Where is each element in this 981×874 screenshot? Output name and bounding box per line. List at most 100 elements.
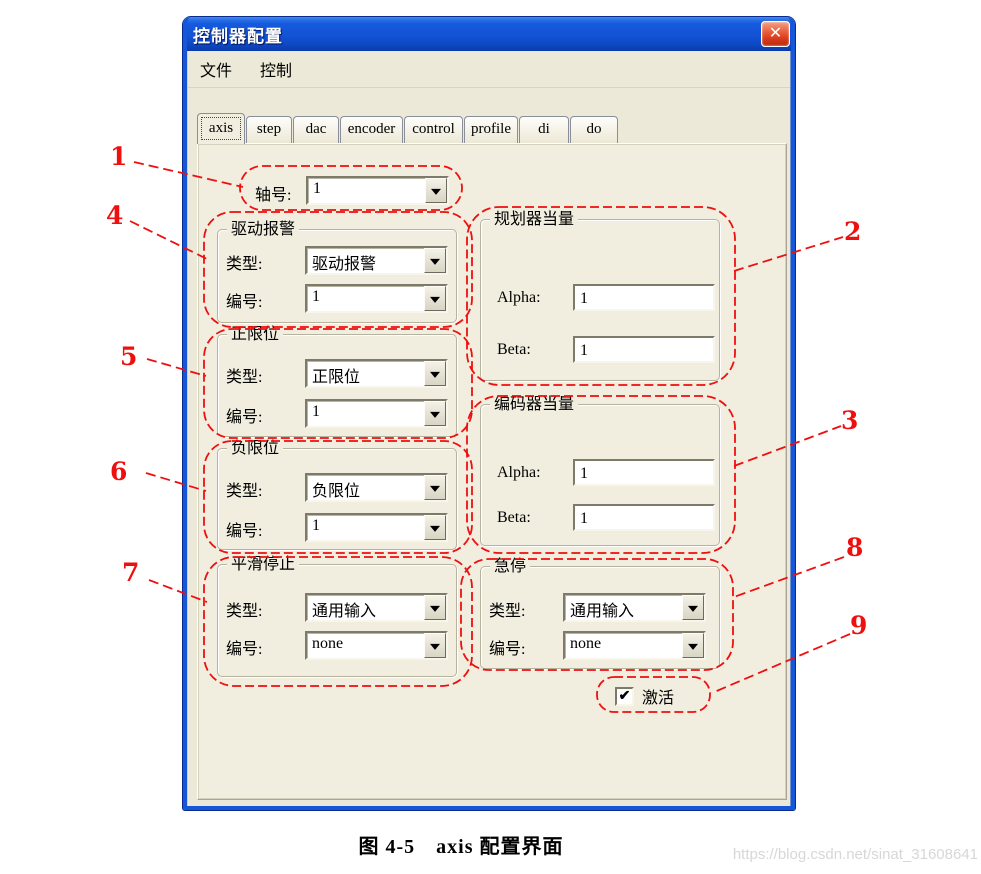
group-drive-alarm: 驱动报警 类型: 驱动报警 编号: 1 [217, 220, 457, 323]
drive-alarm-type-value: 驱动报警 [312, 256, 377, 273]
smooth-stop-num-combobox[interactable]: none [305, 631, 448, 660]
estop-type-value: 通用输入 [570, 603, 635, 620]
chevron-down-icon[interactable] [424, 633, 446, 658]
chevron-down-icon[interactable] [682, 633, 704, 658]
estop-type-label: 类型: [489, 603, 526, 620]
chevron-down-icon[interactable] [425, 178, 447, 203]
annotation-number-9: 9 [850, 611, 868, 640]
axis-number-combobox[interactable]: 1 [306, 176, 449, 205]
pos-limit-type-label: 类型: [226, 369, 263, 386]
drive-alarm-num-label: 编号: [226, 294, 263, 311]
planner-alpha-input[interactable] [573, 284, 715, 311]
tab-axis[interactable]: axis [197, 113, 245, 144]
encoder-alpha-label: Alpha: [497, 464, 541, 481]
planner-alpha-label: Alpha: [497, 289, 541, 306]
smooth-stop-type-value: 通用输入 [312, 603, 377, 620]
tab-di[interactable]: di [519, 116, 569, 143]
check-icon: ✔ [618, 688, 631, 704]
estop-num-label: 编号: [489, 641, 526, 658]
tab-focus-rect [201, 117, 241, 140]
annotation-number-5: 5 [120, 342, 138, 371]
drive-alarm-type-label: 类型: [226, 256, 263, 273]
tab-dac-label: dac [305, 121, 327, 137]
chevron-down-icon[interactable] [424, 595, 446, 620]
drive-alarm-num-value: 1 [312, 288, 320, 305]
neg-limit-num-combobox[interactable]: 1 [305, 513, 448, 542]
annotation-number-2: 2 [844, 217, 862, 246]
group-planner-equivalent: 规划器当量 Alpha: Beta: [480, 210, 720, 381]
activate-checkbox[interactable]: ✔ [615, 686, 634, 706]
tab-control[interactable]: control [404, 116, 463, 143]
group-planner-equivalent-title: 规划器当量 [490, 210, 579, 229]
menubar: 文件 控制 [188, 51, 790, 88]
encoder-beta-label: Beta: [497, 509, 531, 526]
pos-limit-num-label: 编号: [226, 409, 263, 426]
neg-limit-type-combobox[interactable]: 负限位 [305, 473, 448, 502]
group-smooth-stop-title: 平滑停止 [227, 555, 300, 574]
encoder-beta-input[interactable] [573, 504, 715, 531]
smooth-stop-num-value: none [312, 635, 344, 652]
close-icon[interactable]: ✕ [761, 21, 790, 47]
pos-limit-type-combobox[interactable]: 正限位 [305, 359, 448, 388]
activate-row: ✔ 激活 [615, 684, 674, 708]
window-body: 文件 控制 axis step dac encoder control prof… [187, 51, 791, 806]
smooth-stop-num-label: 编号: [226, 641, 263, 658]
group-emergency-stop: 急停 类型: 通用输入 编号: none [480, 557, 720, 669]
axis-tab-page: 轴号: 1 驱动报警 类型: 驱动报警 编号: 1 [197, 143, 787, 800]
annotation-number-3: 3 [841, 406, 859, 435]
tab-dac[interactable]: dac [293, 116, 339, 143]
drive-alarm-type-combobox[interactable]: 驱动报警 [305, 246, 448, 275]
pos-limit-num-value: 1 [312, 403, 320, 420]
group-smooth-stop: 平滑停止 类型: 通用输入 编号: none [217, 555, 457, 677]
axis-number-value: 1 [313, 180, 321, 197]
annotation-number-4: 4 [106, 201, 124, 230]
neg-limit-num-value: 1 [312, 517, 320, 534]
tab-profile[interactable]: profile [464, 116, 518, 143]
figure-caption: 图 4-5 axis 配置界面 [358, 836, 564, 858]
chevron-down-icon[interactable] [424, 248, 446, 273]
controller-config-window: 控制器配置 ✕ 文件 控制 axis step dac encoder cont… [183, 17, 795, 810]
chevron-down-icon[interactable] [424, 475, 446, 500]
titlebar[interactable]: 控制器配置 ✕ [183, 17, 795, 51]
drive-alarm-num-combobox[interactable]: 1 [305, 284, 448, 313]
encoder-alpha-input[interactable] [573, 459, 715, 486]
annotation-number-1: 1 [110, 142, 128, 171]
chevron-down-icon[interactable] [424, 361, 446, 386]
group-neg-limit: 负限位 类型: 负限位 编号: 1 [217, 439, 457, 550]
group-drive-alarm-title: 驱动报警 [227, 220, 300, 239]
window-title: 控制器配置 [193, 26, 283, 46]
smooth-stop-type-combobox[interactable]: 通用输入 [305, 593, 448, 622]
neg-limit-type-label: 类型: [226, 483, 263, 500]
annotation-number-6: 6 [110, 457, 128, 486]
tab-do[interactable]: do [570, 116, 618, 143]
tab-profile-label: profile [471, 121, 511, 137]
estop-type-combobox[interactable]: 通用输入 [563, 593, 706, 622]
planner-beta-label: Beta: [497, 341, 531, 358]
tab-step-label: step [256, 121, 282, 137]
planner-beta-input[interactable] [573, 336, 715, 363]
tab-di-label: di [538, 121, 550, 137]
annotation-number-8: 8 [846, 533, 864, 562]
smooth-stop-type-label: 类型: [226, 603, 263, 620]
pos-limit-type-value: 正限位 [312, 369, 361, 386]
chevron-down-icon[interactable] [424, 401, 446, 426]
tab-axis-label: axis [208, 120, 234, 136]
estop-num-combobox[interactable]: none [563, 631, 706, 660]
neg-limit-type-value: 负限位 [312, 483, 361, 500]
neg-limit-num-label: 编号: [226, 523, 263, 540]
tab-encoder-label: encoder [347, 121, 396, 137]
chevron-down-icon[interactable] [424, 286, 446, 311]
tab-control-label: control [412, 121, 455, 137]
group-encoder-equivalent-title: 编码器当量 [490, 395, 579, 414]
chevron-down-icon[interactable] [424, 515, 446, 540]
chevron-down-icon[interactable] [682, 595, 704, 620]
watermark-text: https://blog.csdn.net/sinat_31608641 [732, 846, 978, 863]
tab-encoder[interactable]: encoder [340, 116, 403, 143]
group-neg-limit-title: 负限位 [227, 439, 284, 458]
pos-limit-num-combobox[interactable]: 1 [305, 399, 448, 428]
menu-file[interactable]: 文件 [200, 63, 233, 80]
menu-control[interactable]: 控制 [260, 63, 293, 80]
annotation-number-7: 7 [122, 558, 140, 587]
tab-step[interactable]: step [246, 116, 292, 143]
